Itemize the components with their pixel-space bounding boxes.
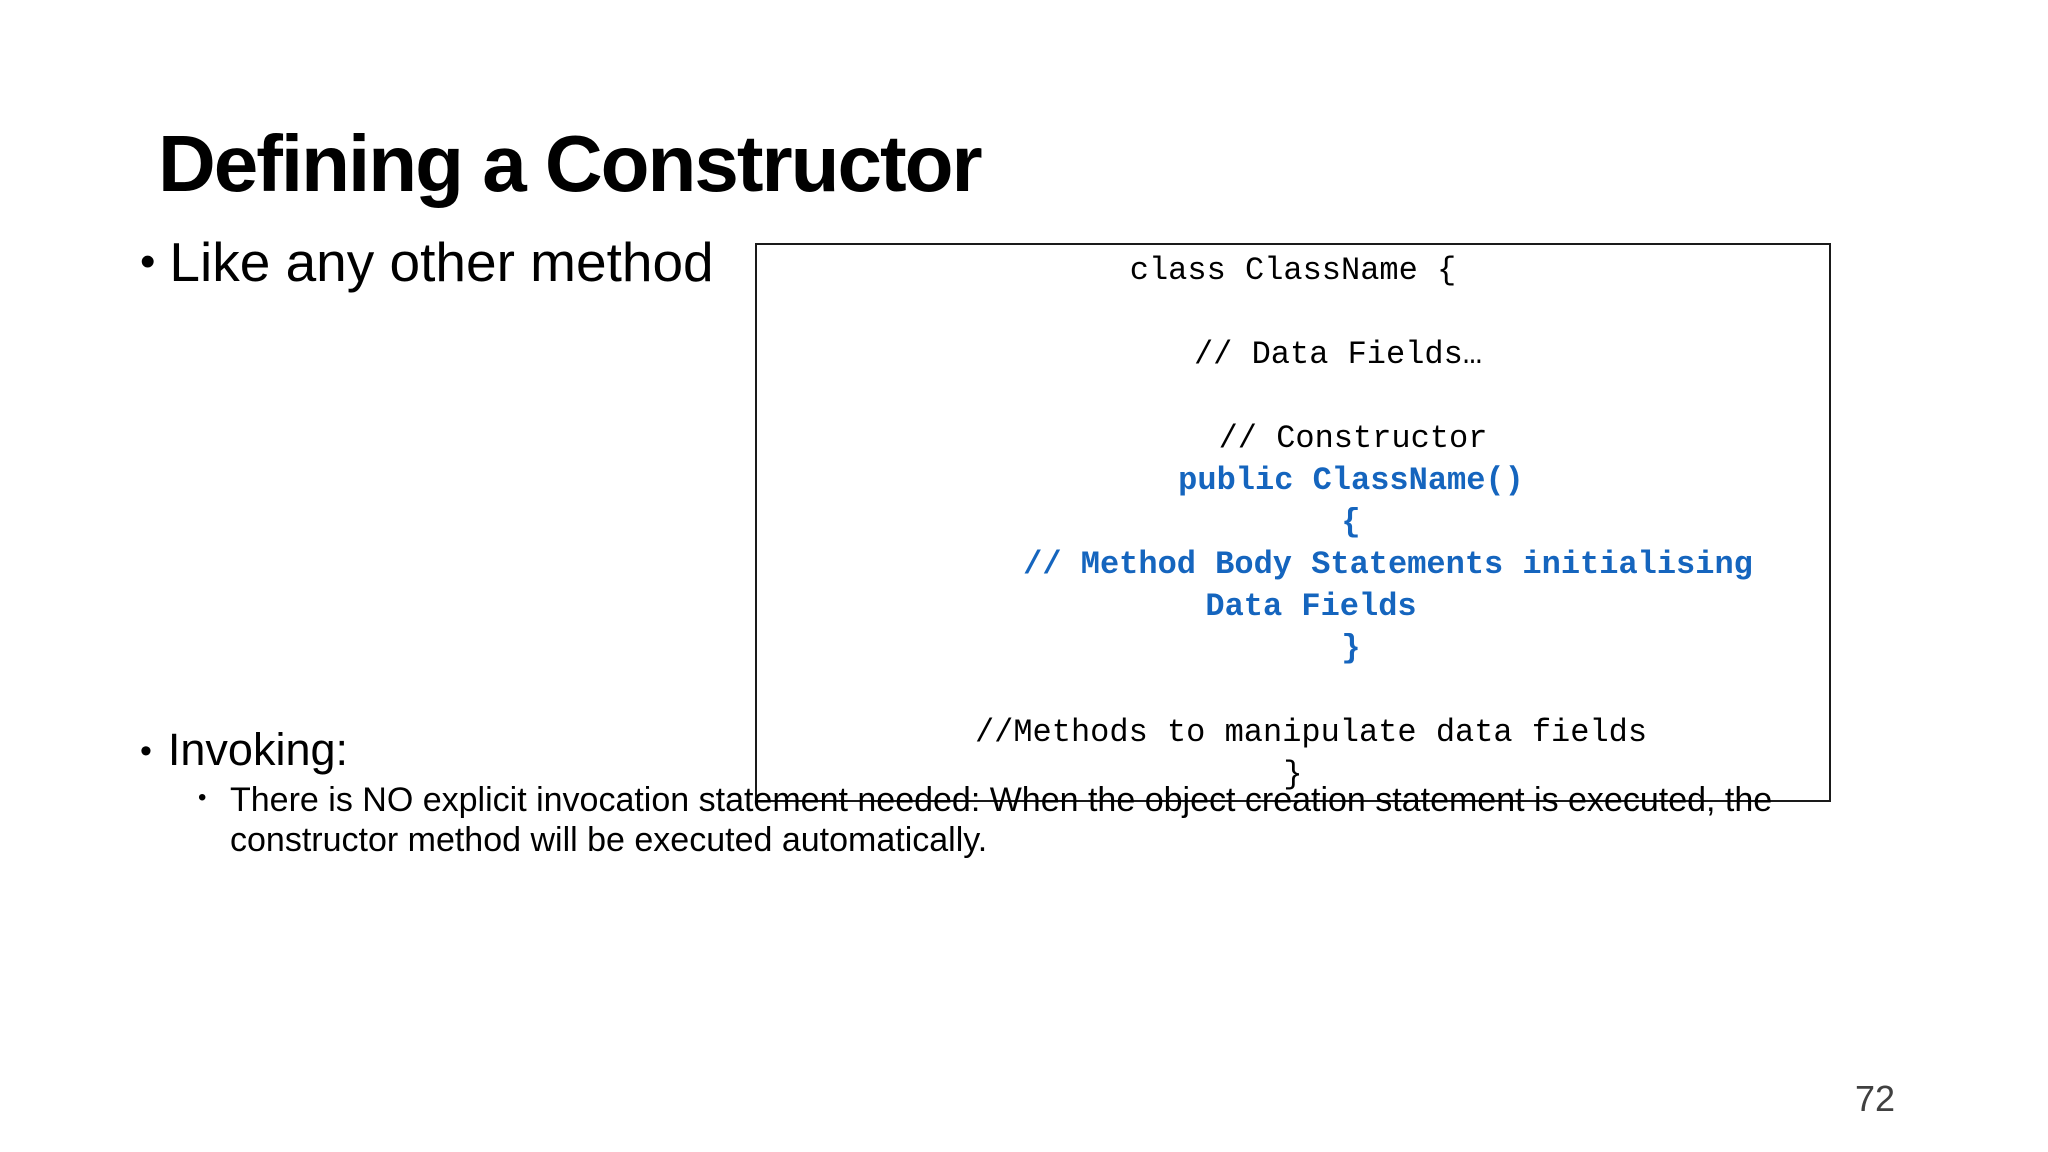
sub-bullet-invocation-note: • There is NO explicit invocation statem… (198, 780, 1772, 860)
code-line (757, 376, 1829, 418)
bullet-dot-icon: • (140, 732, 152, 770)
page-title: Defining a Constructor (158, 119, 983, 208)
code-line: // Method Body Statements initialising (1023, 546, 1753, 583)
code-line (757, 670, 1829, 712)
sub-bullet-line: constructor method will be executed auto… (198, 820, 1772, 860)
bullet-item-like-any-other-method: • Like any other method (140, 230, 714, 294)
code-line: Data Fields (1205, 588, 1417, 625)
code-box: class ClassName { // Data Fields… // Con… (755, 243, 1831, 802)
page-number: 72 (1855, 1078, 1896, 1119)
sub-bullet-line: • There is NO explicit invocation statem… (198, 780, 1772, 820)
code-line: class ClassName { (1129, 252, 1457, 289)
code-line: // Constructor (1218, 420, 1488, 457)
sub-bullet-text-line2: constructor method will be executed auto… (230, 821, 988, 859)
code-line: { (1341, 504, 1361, 541)
code-line: } (1283, 756, 1303, 793)
code-line: // Data Fields… (1193, 336, 1483, 373)
bullet-label: Invoking: (167, 724, 349, 775)
code-line: //Methods to manipulate data fields (974, 714, 1648, 751)
code-line: } (1341, 630, 1361, 667)
bullet-item-invoking: • Invoking: (140, 724, 348, 776)
code-line (757, 292, 1829, 334)
sub-bullet-text-line1: There is NO explicit invocation statemen… (230, 781, 1773, 819)
bullet-label: Like any other method (169, 231, 714, 293)
bullet-dot-icon: • (140, 237, 156, 286)
code-line: public ClassName() (1178, 462, 1524, 499)
bullet-dot-icon: • (198, 784, 207, 811)
